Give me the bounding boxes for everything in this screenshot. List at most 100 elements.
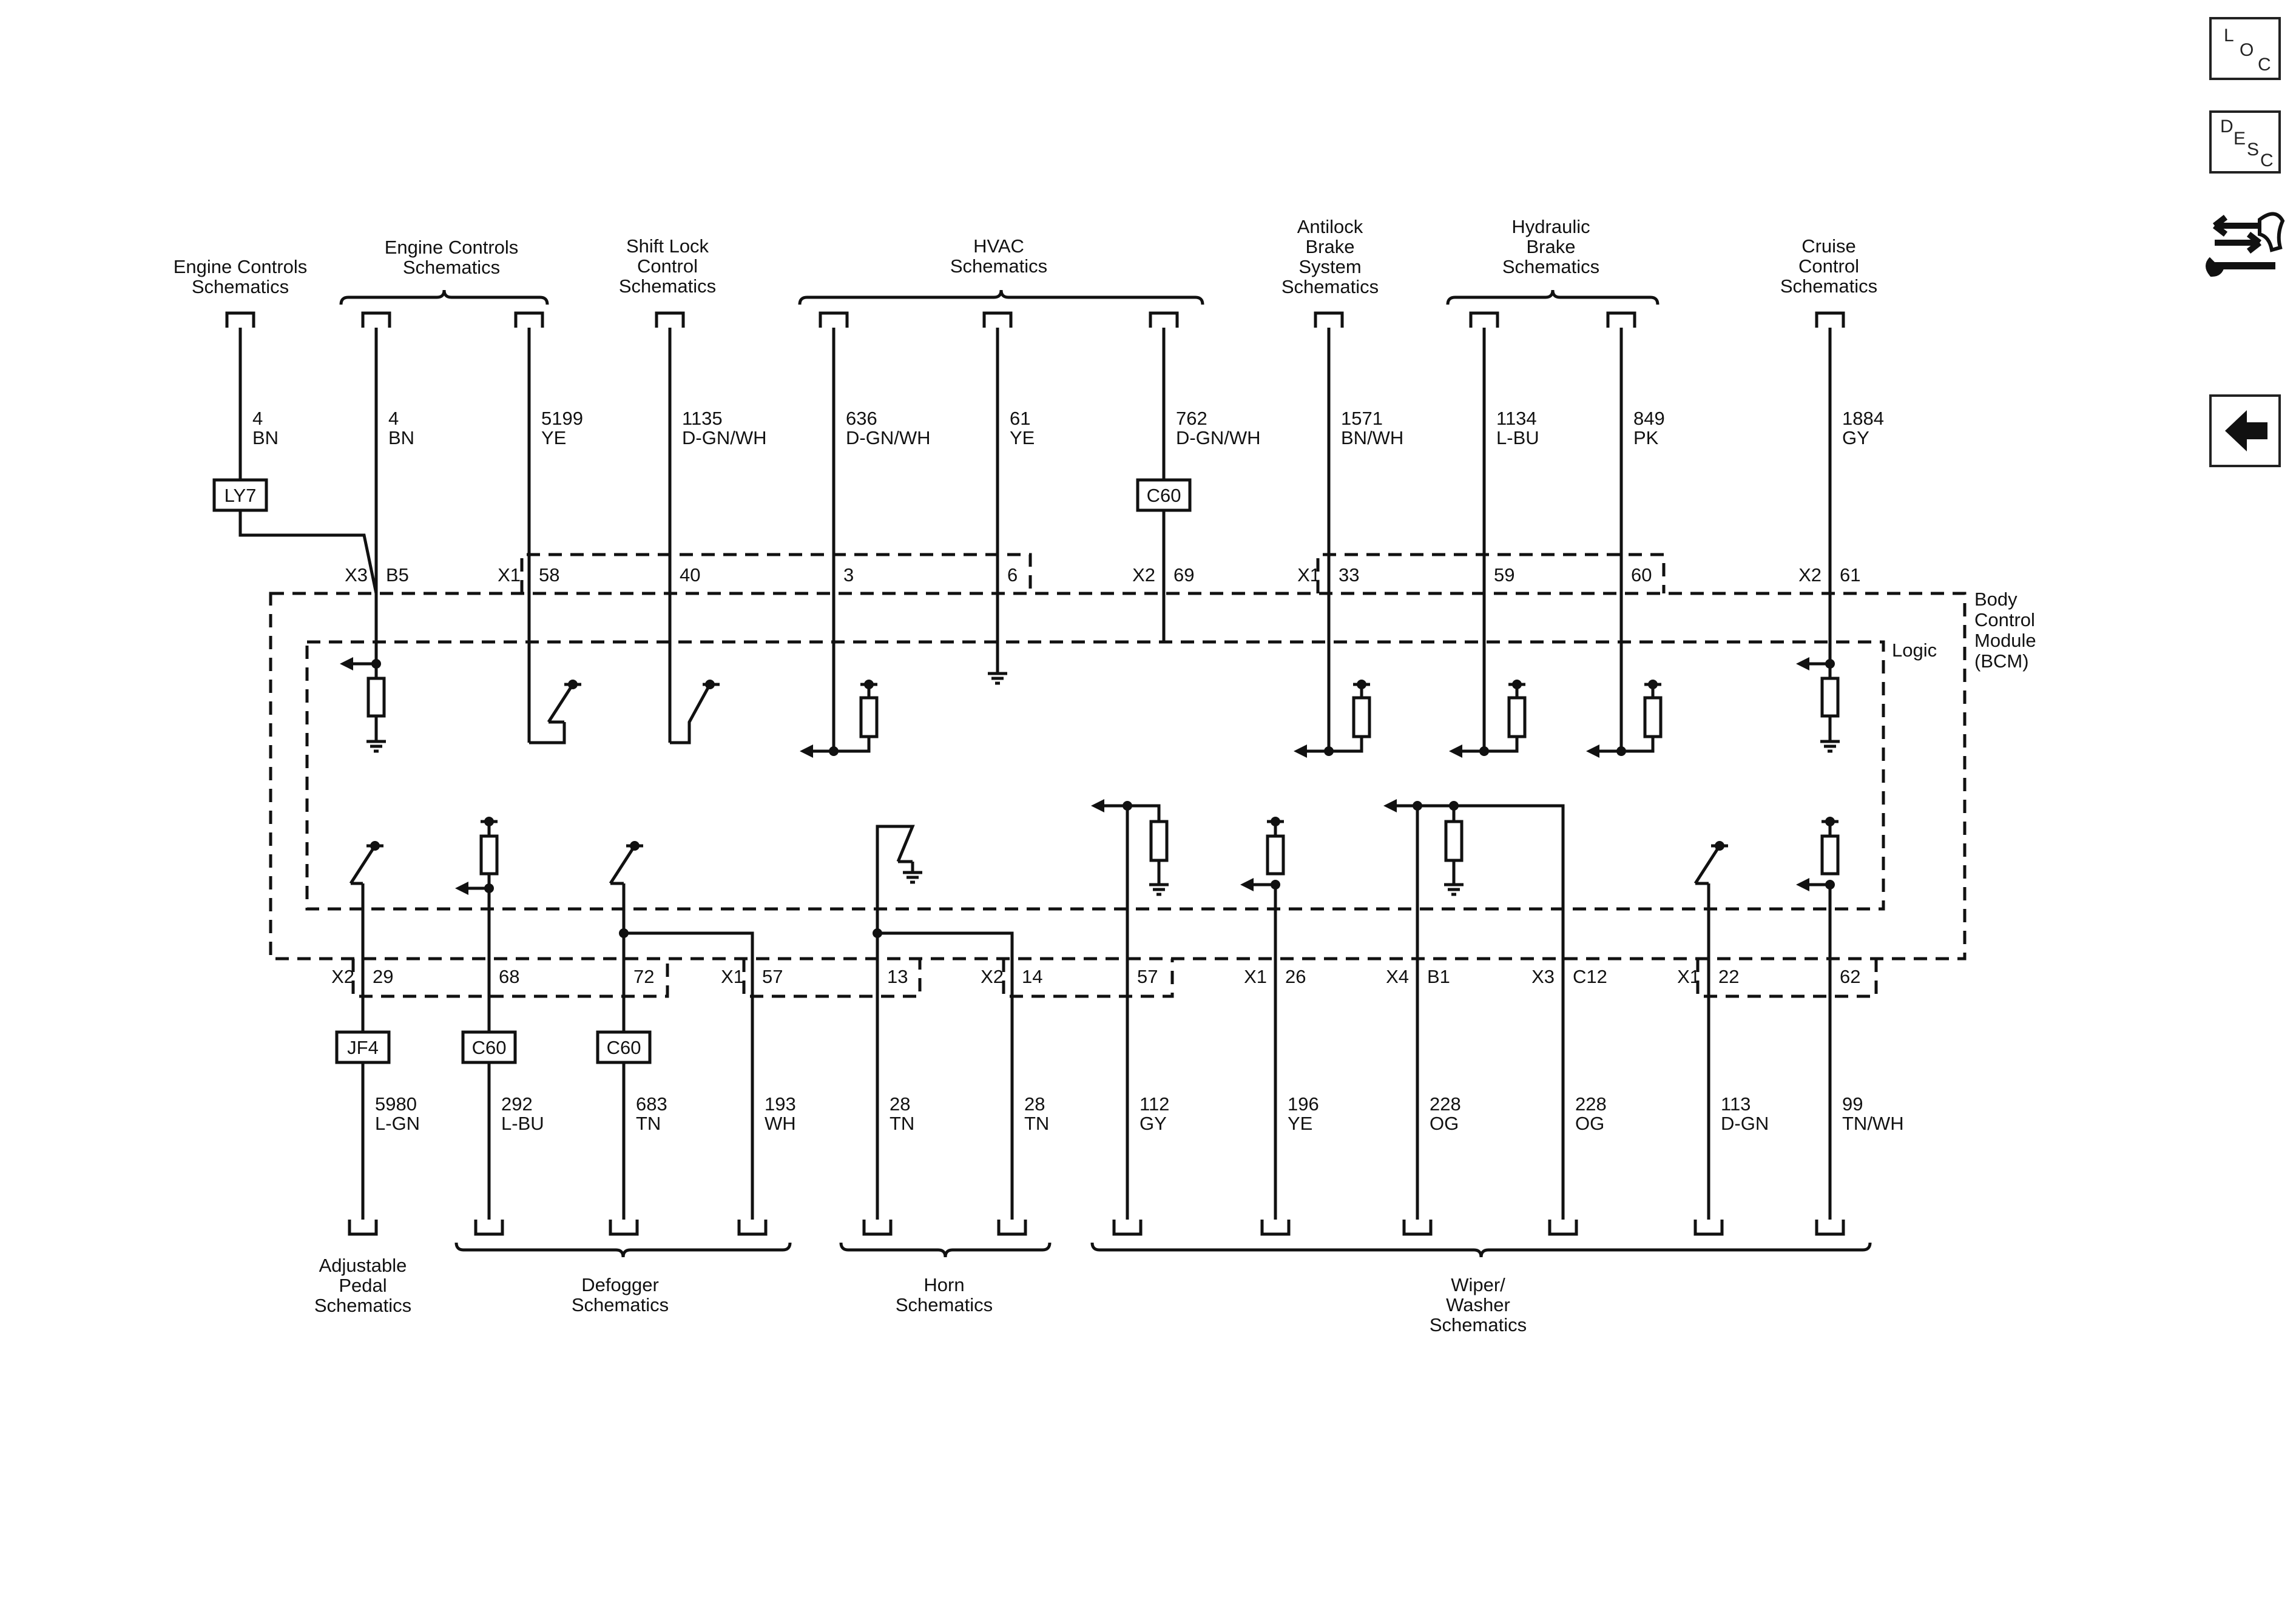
splice-dot	[568, 680, 578, 689]
option-label: JF4	[347, 1037, 379, 1058]
splice-dot	[484, 817, 494, 826]
circuit-number: 1134	[1496, 408, 1537, 429]
group-label: Hydraulic	[1511, 216, 1590, 237]
wire-color: OG	[1575, 1113, 1604, 1134]
wire	[1417, 804, 1565, 1220]
resistor	[1149, 820, 1169, 862]
connector-label: X1	[498, 564, 521, 586]
switch-blade	[1693, 845, 1721, 885]
back-button[interactable]	[2209, 394, 2281, 467]
wire-color: TN	[636, 1113, 661, 1134]
resistor	[1507, 696, 1527, 738]
desc-letter-d: D	[2220, 116, 2234, 137]
wire-color: YE	[541, 427, 566, 448]
splice-dot	[864, 680, 874, 689]
bcm-outline	[269, 592, 1967, 960]
wire	[876, 825, 915, 933]
terminal	[1112, 1220, 1143, 1236]
circuit-number: 1135	[682, 408, 723, 429]
circuit-number: 4	[252, 408, 263, 429]
connector-band	[520, 553, 1032, 593]
group-label: Engine Controls	[174, 256, 308, 277]
pin-label: 40	[680, 564, 700, 586]
wire-color: WH	[765, 1113, 796, 1134]
pin-label: B5	[386, 564, 409, 586]
group-brace	[339, 289, 549, 305]
connector-label: X1	[1297, 564, 1320, 586]
group-label: Pedal	[339, 1275, 387, 1296]
circuit-number: 636	[846, 408, 877, 429]
left-arrow-icon	[2225, 410, 2267, 451]
location-button[interactable]: L O C	[2209, 17, 2281, 80]
circuit-number: 228	[1430, 1093, 1461, 1115]
wire-color: BN	[388, 427, 414, 448]
option-box	[212, 478, 268, 512]
terminal	[474, 1220, 504, 1236]
group-label: Brake	[1306, 236, 1355, 257]
arrow-head	[1449, 744, 1462, 758]
group-label: Schematics	[1430, 1314, 1527, 1335]
splice-dot	[630, 841, 640, 851]
circuit-number: 28	[890, 1093, 910, 1115]
pin-label: 59	[1494, 564, 1514, 586]
terminal	[1606, 311, 1636, 328]
group-label: Cruise	[1801, 235, 1856, 257]
arrow-head	[455, 882, 468, 895]
terminal	[1815, 1220, 1845, 1236]
pin-label: 61	[1840, 564, 1860, 586]
pin-label: 68	[499, 966, 519, 987]
wire-color: TN	[1024, 1113, 1049, 1134]
arrows-wrench-icon[interactable]	[2204, 205, 2289, 284]
splice-dot	[1357, 680, 1366, 689]
option-label: LY7	[225, 485, 257, 506]
resistor	[1820, 834, 1840, 876]
resistor	[1820, 677, 1840, 718]
switch-blade	[609, 845, 636, 885]
group-label: Shift Lock	[626, 235, 709, 257]
connector-label: X2	[981, 966, 1004, 987]
option-box	[335, 1030, 391, 1064]
splice-dot	[1825, 817, 1835, 826]
wire-color: TN	[890, 1113, 914, 1134]
pin-label: 13	[887, 966, 908, 987]
wire-color: GY	[1842, 427, 1869, 448]
group-label: Washer	[1446, 1294, 1510, 1315]
wire-color: BN/WH	[1341, 427, 1403, 448]
terminal	[1815, 311, 1845, 328]
pin-label: 62	[1840, 966, 1860, 987]
arrow-head	[1383, 799, 1397, 812]
wire	[1127, 804, 1161, 822]
resistor	[1444, 820, 1464, 862]
description-button[interactable]: D E S C	[2209, 110, 2281, 174]
arrow-head	[340, 657, 353, 670]
wire	[238, 511, 378, 594]
resistor	[366, 677, 386, 718]
wire-color: L-BU	[1496, 427, 1539, 448]
resistor	[859, 696, 879, 738]
terminal	[862, 1220, 893, 1236]
wire-color: YE	[1288, 1113, 1312, 1134]
circuit-number: 5199	[541, 408, 583, 429]
connector-label: X2	[1798, 564, 1822, 586]
pin-label: 60	[1631, 564, 1652, 586]
pin-label: 29	[373, 966, 393, 987]
circuit-number: 61	[1010, 408, 1030, 429]
splice-dot	[1715, 841, 1724, 851]
circuit-number: 762	[1176, 408, 1207, 429]
wire-color: TN/WH	[1842, 1113, 1904, 1134]
wire-color: BN	[252, 427, 279, 448]
terminal	[819, 311, 849, 328]
pin-label: C12	[1573, 966, 1607, 987]
pin-label: 72	[633, 966, 654, 987]
connector-label: X2	[1132, 564, 1155, 586]
circuit-number: 683	[636, 1093, 667, 1115]
group-label: Wiper/	[1451, 1274, 1505, 1295]
circuit-number: 1884	[1842, 408, 1884, 429]
loc-letter-l: L	[2224, 25, 2234, 46]
wire-color: D-GN/WH	[682, 427, 766, 448]
wire-color: D-GN/WH	[1176, 427, 1260, 448]
terminal	[361, 311, 391, 328]
resistor	[1643, 696, 1663, 738]
wire	[834, 737, 871, 753]
